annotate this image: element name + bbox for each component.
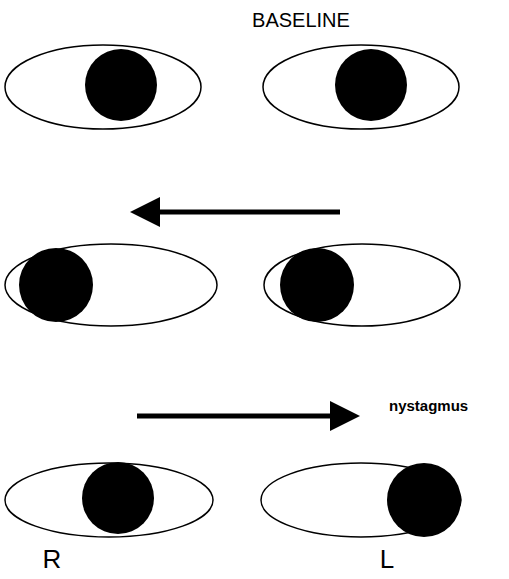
eye-side-label: L [380,545,394,574]
eye-outline [5,463,213,537]
pupil [335,49,407,121]
eye-outline [261,463,461,537]
eye-outline [263,45,459,129]
pupil [387,463,461,537]
pupil [85,49,157,121]
eye-outline [264,244,460,326]
pupil [82,462,154,534]
note-label: nystagmus [389,398,468,415]
pupil [280,248,354,322]
eye-outline [5,45,201,129]
gaze-arrow [145,210,340,215]
gaze-arrow [137,414,345,419]
eye-outline [5,244,217,326]
pupil [19,248,93,322]
eye-side-label: R [43,545,62,574]
diagram-title: BASELINE [252,9,350,31]
